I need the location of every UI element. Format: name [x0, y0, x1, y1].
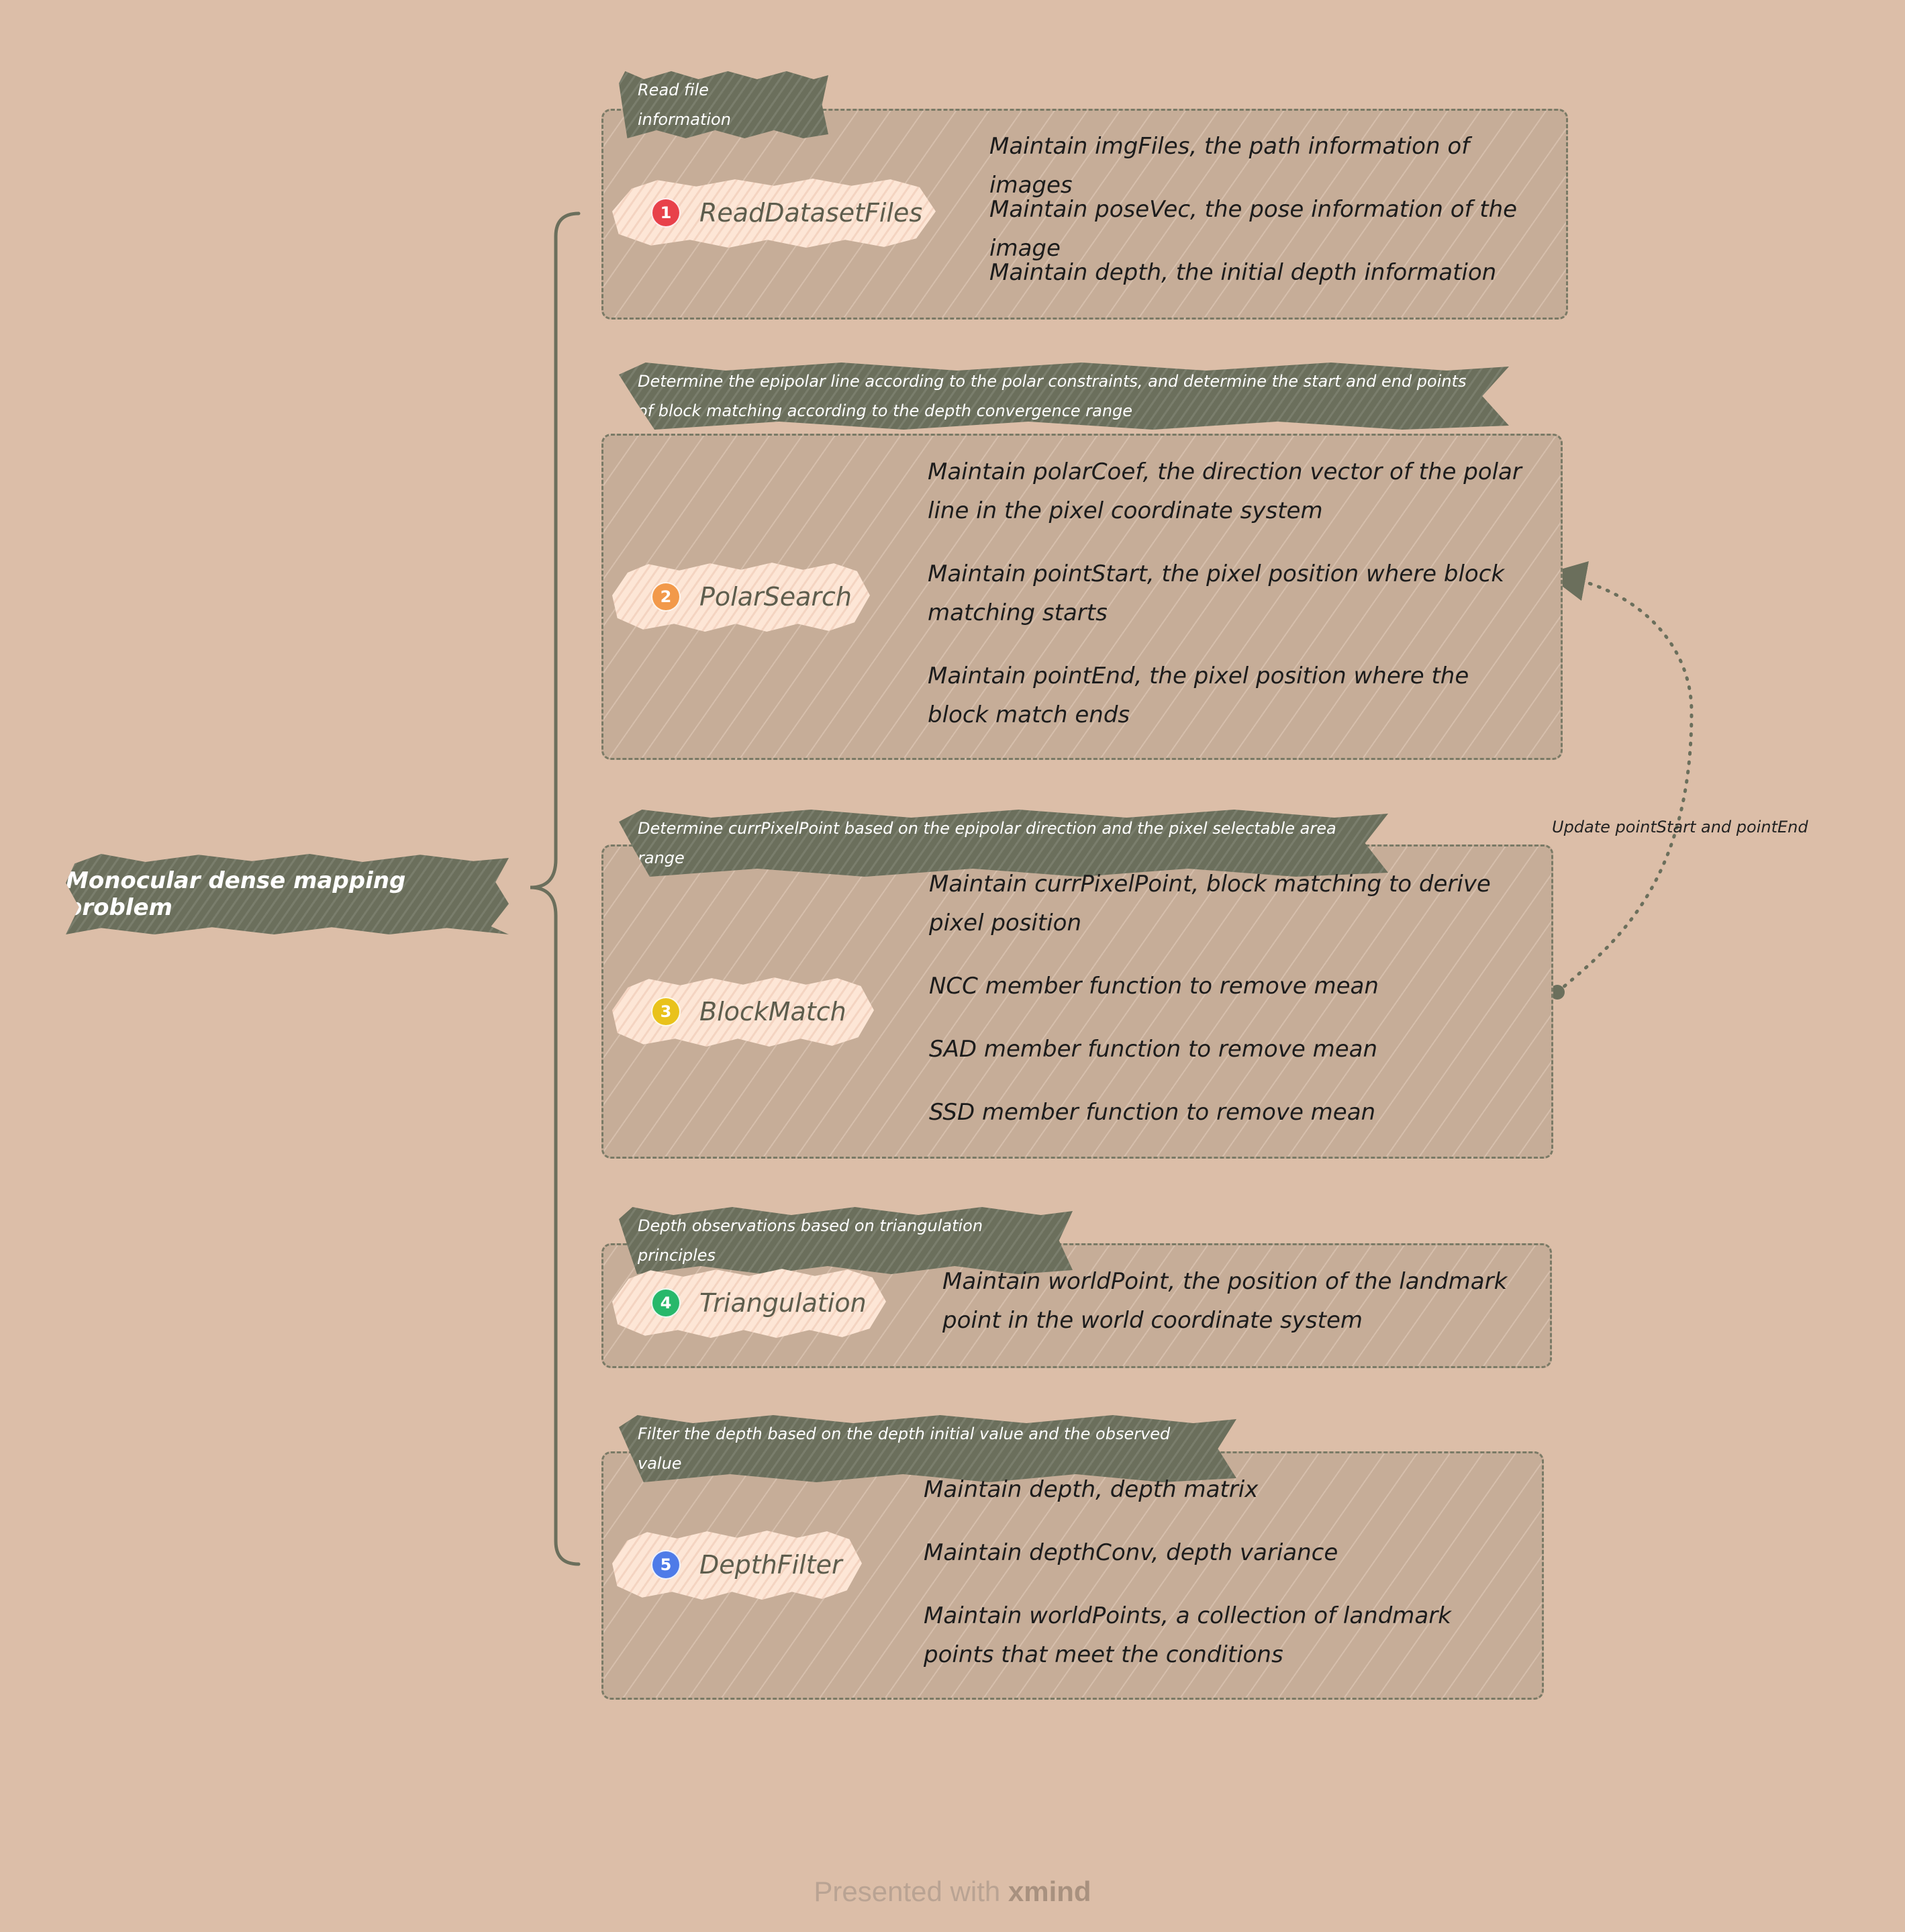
leaf-imgfiles[interactable]: Maintain imgFiles, the path information …	[989, 127, 1553, 205]
relationship-arrow	[1545, 561, 1694, 994]
leaf-pointend[interactable]: Maintain pointEnd, the pixel position wh…	[928, 657, 1505, 734]
leaf-text: Maintain worldPoint, the position of the…	[942, 1268, 1508, 1334]
leaf-text: Maintain depth, the initial depth inform…	[989, 259, 1497, 286]
branch-4-note-text: Depth observations based on triangulatio…	[638, 1216, 983, 1265]
leaf-ncc[interactable]: NCC member function to remove mean	[929, 967, 1520, 1006]
branch-1-boundary	[601, 109, 1568, 320]
leaf-worldpoints[interactable]: Maintain worldPoints, a collection of la…	[924, 1596, 1514, 1674]
branch-2-boundary	[601, 434, 1563, 760]
leaf-text: Maintain imgFiles, the path information …	[989, 133, 1470, 199]
branch-5-note[interactable]: Filter the depth based on the depth init…	[619, 1415, 1236, 1482]
number-4-badge-icon: 4	[651, 1288, 681, 1318]
topic-depthfilter[interactable]: 5 DepthFilter	[612, 1531, 862, 1600]
leaf-depth-initial[interactable]: Maintain depth, the initial depth inform…	[989, 253, 1553, 292]
xmind-logo-text: xmind	[1008, 1876, 1091, 1907]
topic-label: ReadDatasetFiles	[699, 198, 923, 228]
branch-3-boundary	[601, 844, 1553, 1159]
branch-3-note-text: Determine currPixelPoint based on the ep…	[638, 819, 1336, 867]
leaf-ssd[interactable]: SSD member function to remove mean	[929, 1093, 1520, 1132]
relationship-label[interactable]: Update pointStart and pointEnd	[1552, 818, 1808, 836]
topic-triangulation[interactable]: 4 Triangulation	[612, 1269, 886, 1338]
number-2-badge-icon: 2	[651, 582, 681, 612]
leaf-depth-matrix[interactable]: Maintain depth, depth matrix	[924, 1470, 1514, 1509]
main-bracket	[530, 211, 581, 1566]
leaf-text: Maintain polarCoef, the direction vector…	[928, 458, 1522, 524]
topic-label: BlockMatch	[699, 997, 846, 1026]
topic-blockmatch[interactable]: 3 BlockMatch	[612, 977, 874, 1047]
branch-2-note-text: Determine the epipolar line according to…	[638, 372, 1467, 420]
root-topic[interactable]: Monocular dense mapping problem	[66, 854, 509, 934]
topic-label: DepthFilter	[699, 1550, 842, 1580]
leaf-depthconv[interactable]: Maintain depthConv, depth variance	[924, 1533, 1514, 1572]
leaf-text: SAD member function to remove mean	[929, 1036, 1377, 1063]
leaf-text: Maintain pointEnd, the pixel position wh…	[928, 663, 1469, 728]
branch-3-note[interactable]: Determine currPixelPoint based on the ep…	[619, 810, 1388, 877]
leaf-text: Maintain depth, depth matrix	[924, 1476, 1259, 1503]
number-3-badge-icon: 3	[651, 997, 681, 1026]
leaf-pointstart[interactable]: Maintain pointStart, the pixel position …	[928, 554, 1505, 632]
relationship-label-text: Update pointStart and pointEnd	[1552, 818, 1808, 836]
leaf-text: Maintain worldPoints, a collection of la…	[924, 1602, 1451, 1668]
branch-4-note[interactable]: Depth observations based on triangulatio…	[619, 1207, 1073, 1274]
branch-1-note-text: Read file information	[638, 81, 731, 129]
leaf-text: SSD member function to remove mean	[929, 1099, 1376, 1126]
topic-polarsearch[interactable]: 2 PolarSearch	[612, 563, 870, 632]
branch-2-note[interactable]: Determine the epipolar line according to…	[619, 363, 1509, 430]
footer-prefix: Presented with	[814, 1876, 1001, 1907]
number-1-badge-icon: 1	[651, 198, 681, 228]
leaf-polarcoef[interactable]: Maintain polarCoef, the direction vector…	[928, 452, 1532, 530]
topic-readdatasetfiles[interactable]: 1 ReadDatasetFiles	[612, 179, 936, 248]
leaf-text: Maintain currPixelPoint, block matching …	[929, 871, 1491, 936]
leaf-text: NCC member function to remove mean	[929, 973, 1379, 1000]
footer-watermark: Presented with xmind	[0, 1876, 1905, 1908]
branch-5-note-text: Filter the depth based on the depth init…	[638, 1424, 1171, 1473]
leaf-sad[interactable]: SAD member function to remove mean	[929, 1030, 1520, 1069]
branch-1-note[interactable]: Read file information	[619, 71, 828, 138]
leaf-worldpoint[interactable]: Maintain worldPoint, the position of the…	[942, 1262, 1533, 1340]
number-5-badge-icon: 5	[651, 1550, 681, 1580]
leaf-posevec[interactable]: Maintain poseVec, the pose information o…	[989, 190, 1553, 268]
topic-label: Triangulation	[699, 1288, 867, 1318]
leaf-text: Maintain poseVec, the pose information o…	[989, 196, 1518, 262]
leaf-currpixelpoint[interactable]: Maintain currPixelPoint, block matching …	[929, 865, 1520, 943]
topic-label: PolarSearch	[699, 582, 852, 612]
root-topic-label: Monocular dense mapping problem	[66, 867, 406, 921]
leaf-text: Maintain pointStart, the pixel position …	[928, 561, 1505, 626]
leaf-text: Maintain depthConv, depth variance	[924, 1539, 1338, 1566]
